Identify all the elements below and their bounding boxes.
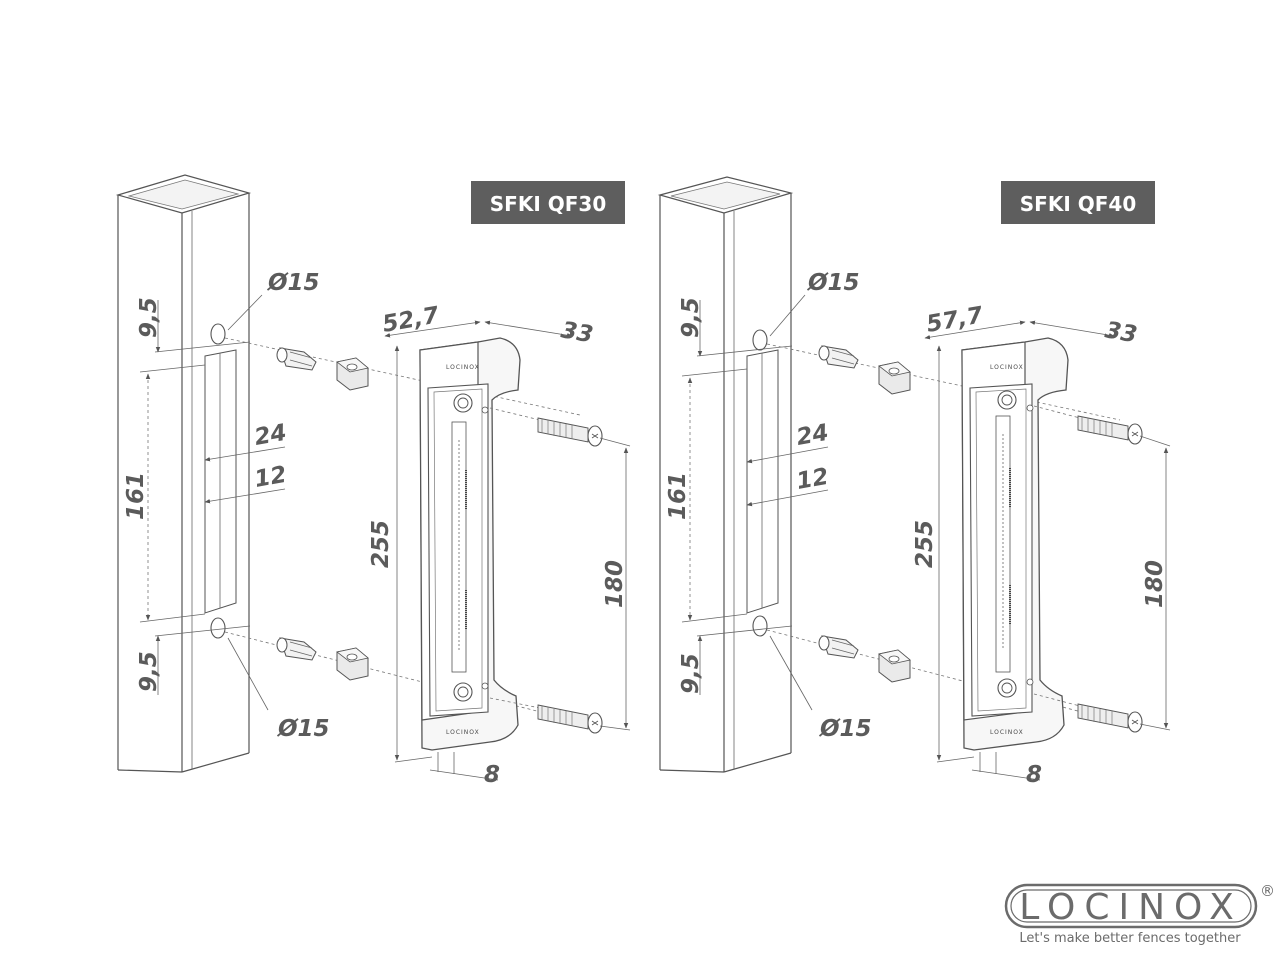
dim-plate-width: 57,7 (925, 302, 985, 337)
square-post (115, 174, 252, 773)
strike-plate: LOCINOX LOCINOX (961, 337, 1069, 751)
locinox-logo: LOCINOX ® Let's make better fences toget… (1004, 882, 1275, 946)
square-nut-bottom (878, 649, 911, 683)
dim-plate-offset: 8 (484, 762, 500, 788)
dim-screw-spacing: 180 (1142, 560, 1168, 608)
plate-brand-mark-bottom: LOCINOX (990, 729, 1024, 736)
square-nut-top (878, 361, 911, 395)
plate-brand-mark-bottom: LOCINOX (446, 729, 480, 736)
dim-12: 12 (795, 464, 831, 495)
dim-hole-top: Ø15 (806, 270, 860, 296)
dim-slot-length: 161 (665, 472, 691, 520)
dim-plate-depth: 33 (559, 317, 595, 348)
strike-plate: LOCINOX LOCINOX (419, 337, 521, 751)
square-post (657, 176, 794, 773)
dim-hole-bottom: Ø15 (276, 716, 330, 742)
square-nut-bottom (336, 647, 369, 681)
dim-hole-bottom: Ø15 (818, 716, 872, 742)
dim-plate-width: 52,7 (381, 302, 441, 337)
registered-mark: ® (1260, 882, 1275, 900)
dim-bottom-offset: 9,5 (136, 651, 162, 692)
plastic-insert-top (224, 337, 581, 416)
dim-top-offset: 9,5 (136, 297, 162, 338)
assembly-qf40: Ø15 Ø15 9,5 9,5 161 24 12 (657, 176, 1171, 788)
square-nut-top (336, 357, 369, 391)
product-label-text: SFKI QF30 (490, 192, 606, 216)
dim-screw-spacing: 180 (602, 560, 628, 608)
dim-plate-height: 255 (368, 520, 394, 568)
product-label-qf30: SFKI QF30 (471, 181, 625, 224)
product-label-text: SFKI QF40 (1020, 192, 1136, 216)
plastic-insert-bottom (766, 629, 1121, 723)
logo-wordmark: LOCINOX (1019, 887, 1243, 928)
screw-top (1033, 405, 1143, 445)
brand-slogan: Let's make better fences together (1019, 931, 1241, 946)
plastic-insert-top (766, 343, 1121, 421)
assembly-qf30: Ø15 Ø15 9,5 9,5 161 24 12 (115, 174, 631, 788)
dim-24: 24 (795, 420, 831, 451)
dim-slot-length: 161 (123, 472, 149, 520)
dim-bottom-offset: 9,5 (678, 653, 704, 694)
screw-top (489, 407, 603, 447)
dim-plate-offset: 8 (1026, 762, 1042, 788)
dim-plate-depth: 33 (1103, 317, 1139, 348)
dim-24: 24 (253, 420, 289, 451)
screw-bottom (1033, 693, 1143, 733)
screw-bottom (489, 697, 603, 734)
plastic-insert-bottom (224, 631, 581, 723)
dim-12: 12 (253, 462, 289, 493)
plate-brand-mark-top: LOCINOX (990, 364, 1024, 371)
dim-top-offset: 9,5 (678, 297, 704, 338)
plate-brand-mark-top: LOCINOX (446, 364, 480, 371)
dim-hole-top: Ø15 (266, 270, 320, 296)
dim-plate-height: 255 (912, 520, 938, 568)
product-label-qf40: SFKI QF40 (1001, 181, 1155, 224)
